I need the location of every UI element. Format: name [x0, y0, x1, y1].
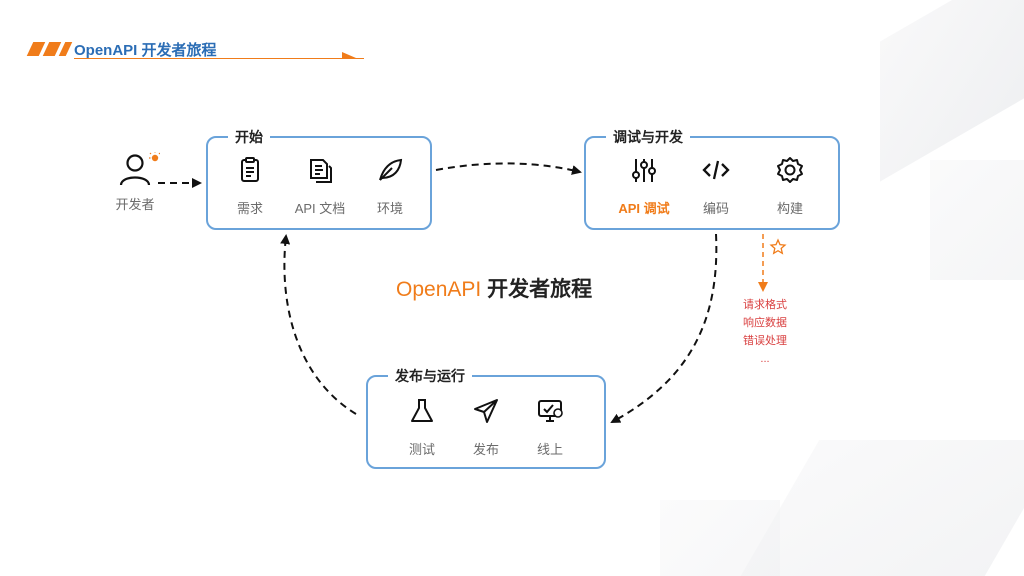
stage-title: 开始: [228, 127, 270, 147]
stage-item-label: API 文档: [294, 201, 346, 216]
paper-plane-icon: [474, 399, 498, 423]
clipboard-icon: [241, 157, 259, 182]
header-underline: [74, 58, 364, 59]
arrow-debug-to-release: [610, 233, 718, 423]
stage-title: 发布与运行: [388, 366, 472, 386]
developer-label: 开发者: [115, 197, 155, 212]
stage-item-label: 编码: [702, 201, 729, 216]
note-item: ...: [760, 353, 770, 365]
header-arrow: [342, 52, 356, 58]
diagram-title-text: 开发者旅程: [481, 278, 593, 301]
header: OpenAPI 开发者旅程: [26, 36, 364, 66]
arrow-start-to-debug: [435, 162, 582, 175]
stage-debug: 调试与开发 API 调试 编码 构建: [584, 127, 840, 230]
stage-item-label: 构建: [776, 201, 803, 216]
stage-item-label: 需求: [236, 201, 263, 216]
arrow-release-to-start: [280, 234, 357, 415]
star-icon: [769, 238, 787, 255]
code-icon: [702, 160, 730, 180]
monitor-icon: [538, 400, 563, 422]
background-shape: [660, 500, 780, 576]
note-item: 请求格式: [743, 299, 787, 311]
documents-icon: [310, 159, 332, 183]
sliders-icon: [632, 159, 656, 182]
stage-title: 调试与开发: [606, 127, 690, 147]
api-debug-notes: 请求格式 响应数据 错误处理 ...: [730, 296, 800, 368]
page-title: OpenAPI 开发者旅程: [74, 42, 217, 59]
flask-icon: [411, 399, 433, 422]
background-shape: [930, 160, 1024, 280]
stage-item-label: 测试: [408, 442, 435, 457]
stage-item-label: 环境: [376, 201, 403, 216]
stage-item-label: 发布: [472, 442, 499, 457]
stage-item-label: 线上: [536, 442, 563, 457]
gear-icon: [777, 157, 803, 183]
stage-item-label: API 调试: [618, 201, 670, 216]
stage-start: 开始 需求 API 文档 环境: [206, 127, 432, 230]
leaf-icon: [379, 158, 403, 181]
note-item: 响应数据: [743, 317, 787, 329]
stage-release: 发布与运行 测试 发布 线上: [366, 366, 606, 469]
note-item: 错误处理: [743, 335, 787, 347]
diagram-title: OpenAPI 开发者旅程: [396, 273, 592, 303]
user-icon: [119, 151, 162, 186]
diagram-title-brand: OpenAPI: [396, 278, 482, 301]
developer: 开发者: [110, 151, 170, 222]
